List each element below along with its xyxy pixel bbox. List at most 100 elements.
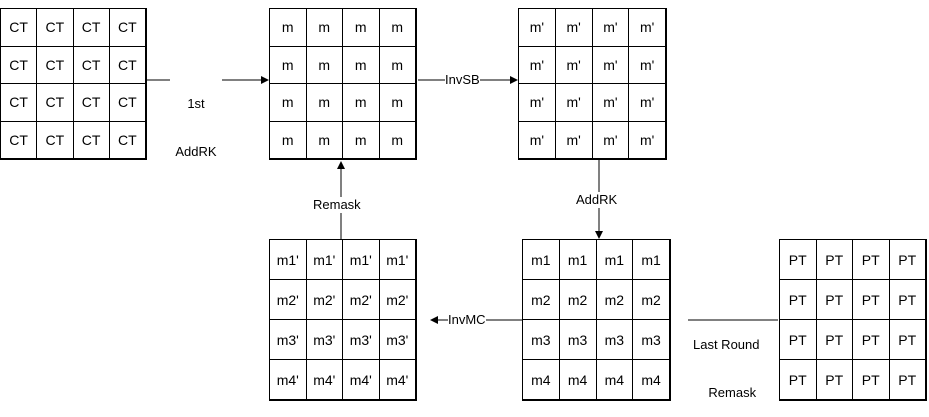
- matrix-cell: CT: [72, 120, 110, 159]
- matrix-cell: m: [269, 45, 307, 84]
- matrix-cell: CT: [36, 120, 74, 159]
- matrix-cell: PT: [779, 319, 817, 360]
- matrix-cell: m3': [305, 319, 343, 360]
- matrix-cell: PT: [779, 239, 817, 280]
- matrix-cell: m2: [522, 279, 560, 320]
- matrix-cell: CT: [36, 83, 74, 122]
- matrix-cell: m1': [269, 239, 307, 280]
- matrix-cell: PT: [852, 359, 890, 400]
- matrix-cell: CT: [0, 120, 38, 159]
- matrix-cell: PT: [815, 359, 853, 400]
- matrix-cell: m4': [342, 359, 380, 400]
- matrix-cell: CT: [36, 45, 74, 84]
- matrix-cell: m2': [342, 279, 380, 320]
- matrix-cell: m: [342, 8, 380, 47]
- matrix-cell: m': [591, 120, 630, 159]
- matrix-cell: m': [554, 83, 593, 122]
- matrix-cell: CT: [0, 8, 38, 47]
- label-1st-addrk-line1: 1st: [187, 96, 205, 111]
- matrix-cell: PT: [779, 359, 817, 400]
- matrix-cell: m: [378, 45, 416, 84]
- matrix-cell: m': [591, 83, 630, 122]
- matrix-cell: m': [554, 45, 593, 84]
- matrix-cell: CT: [108, 83, 146, 122]
- matrix-cell: CT: [72, 83, 110, 122]
- matrix-cell: CT: [108, 8, 146, 47]
- matrix-cell: CT: [72, 8, 110, 47]
- label-remask: Remask: [313, 197, 361, 213]
- matrix-cell: m4': [269, 359, 307, 400]
- matrix-cell: m': [518, 83, 556, 122]
- matrix-cell: m': [628, 120, 666, 159]
- matrix-cell: m1': [305, 239, 343, 280]
- matrix-cell: m2: [595, 279, 634, 320]
- label-1st-addrk-line2: AddRK: [175, 144, 217, 159]
- matrix-cell: m1: [522, 239, 560, 280]
- matrix-cell: m2': [269, 279, 307, 320]
- matrix-cell: m': [554, 120, 593, 159]
- matrix-cell: m4': [378, 359, 416, 400]
- matrix-cell: m': [591, 45, 630, 84]
- matrix-cell: m: [305, 8, 343, 47]
- matrix-cell: m2': [305, 279, 343, 320]
- matrix-cell: m: [305, 83, 343, 122]
- label-last-round-line1: Last Round: [693, 337, 760, 352]
- matrix-cell: m1: [632, 239, 670, 280]
- matrix-cell: CT: [36, 8, 74, 47]
- matrix-cell: m2: [632, 279, 670, 320]
- matrix-cell: m3': [378, 319, 416, 360]
- matrix-cell: m3: [558, 319, 597, 360]
- matrix-cell: m': [518, 45, 556, 84]
- matrix-cell: m4: [558, 359, 597, 400]
- matrix-cell: PT: [852, 279, 890, 320]
- matrix-cell: CT: [0, 45, 38, 84]
- matrix-cell: m': [518, 120, 556, 159]
- matrix-cell: m1': [342, 239, 380, 280]
- matrix-cell: m3: [595, 319, 634, 360]
- matrix-cell: m: [305, 45, 343, 84]
- matrix-cell: m: [269, 120, 307, 159]
- matrix-cell: m3': [269, 319, 307, 360]
- label-invsb: InvSB: [445, 72, 480, 88]
- label-last-round-remask: Last Round Remask: [693, 305, 760, 417]
- matrix-cell: m3': [342, 319, 380, 360]
- matrix-cell: m: [378, 8, 416, 47]
- matrix-cell: m: [269, 83, 307, 122]
- matrix-cell: m: [342, 83, 380, 122]
- label-1st-addrk: 1st AddRK: [170, 64, 222, 176]
- matrix-cell: m3: [632, 319, 670, 360]
- matrix-cell: PT: [852, 319, 890, 360]
- matrix-cell: m: [269, 8, 307, 47]
- invmc-output-matrix: m1'm1'm1'm1'm2'm2'm2'm2'm3'm3'm3'm3'm4'm…: [269, 239, 417, 401]
- matrix-cell: m2': [378, 279, 416, 320]
- matrix-cell: m1: [558, 239, 597, 280]
- matrix-cell: PT: [815, 319, 853, 360]
- matrix-cell: PT: [815, 239, 853, 280]
- matrix-cell: PT: [852, 239, 890, 280]
- matrix-cell: m: [378, 83, 416, 122]
- matrix-cell: m4: [632, 359, 670, 400]
- matrix-cell: m4: [522, 359, 560, 400]
- matrix-cell: m': [591, 8, 630, 47]
- matrix-cell: m: [342, 45, 380, 84]
- matrix-cell: m': [628, 83, 666, 122]
- matrix-cell: m2: [558, 279, 597, 320]
- matrix-cell: m: [305, 120, 343, 159]
- matrix-cell: m': [518, 8, 556, 47]
- matrix-cell: m4': [305, 359, 343, 400]
- matrix-cell: m3: [522, 319, 560, 360]
- matrix-cell: CT: [72, 45, 110, 84]
- matrix-cell: m1': [378, 239, 416, 280]
- matrix-cell: CT: [108, 120, 146, 159]
- matrix-cell: PT: [888, 319, 926, 360]
- matrix-cell: m: [342, 120, 380, 159]
- matrix-cell: PT: [888, 359, 926, 400]
- invsb-output-matrix: m'm'm'm'm'm'm'm'm'm'm'm'm'm'm'm': [518, 8, 667, 160]
- label-invmc: InvMC: [448, 312, 486, 328]
- matrix-cell: m4: [595, 359, 634, 400]
- matrix-cell: CT: [108, 45, 146, 84]
